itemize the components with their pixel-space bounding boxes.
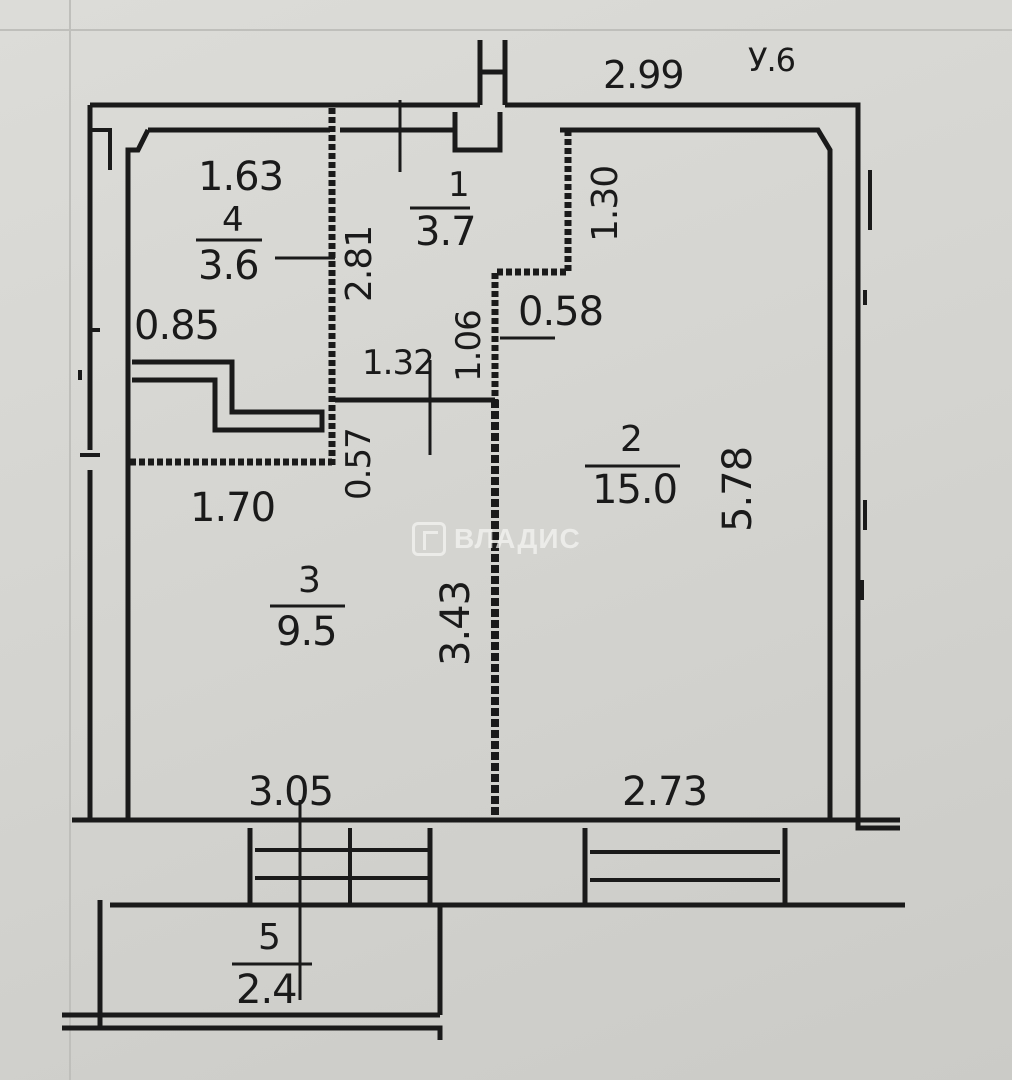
watermark-logo-icon [412, 522, 446, 556]
dimension-3-43: 3.43 [433, 580, 479, 666]
dimension-2-81: 2.81 [339, 225, 380, 302]
outer-wall-inner [125, 127, 833, 823]
entry-post [452, 40, 508, 153]
dimension-1-63: 1.63 [198, 154, 284, 200]
room-3-number: 3 [298, 560, 321, 601]
dimension-0-85: 0.85 [134, 303, 220, 349]
dimension-2-73: 2.73 [622, 769, 708, 815]
watermark: ВЛАДИС [412, 522, 581, 556]
room-5-number: 5 [258, 917, 281, 958]
wall-bath-bottom [132, 359, 325, 433]
balcony-frame [62, 817, 905, 1040]
balcony-stairs-right [590, 850, 780, 882]
dimension-5-78: 5.78 [715, 446, 761, 532]
balcony-stairs-left [255, 828, 430, 905]
watermark-text: ВЛАДИС [454, 523, 581, 554]
room-2-area: 15.0 [592, 467, 678, 513]
room-4-area: 3.6 [198, 243, 260, 289]
right-wall-outer [856, 110, 872, 828]
room-1-area: 3.7 [415, 209, 477, 255]
left-wall-fragments [78, 128, 112, 457]
dimension-1-32: 1.32 [362, 343, 435, 383]
dimension-top-width: 2.99 [603, 53, 685, 97]
dimension-1-30: 1.30 [585, 165, 626, 242]
room-4-number: 4 [222, 200, 244, 240]
dimension-1-70: 1.70 [190, 485, 276, 531]
axis-mark: У.6 [748, 41, 796, 79]
room-1-number: 1 [448, 165, 470, 205]
dimension-0-57: 0.57 [339, 428, 379, 500]
room-2-number: 2 [620, 419, 643, 460]
dimension-1-06: 1.06 [449, 310, 489, 382]
wall-corridor-room [491, 130, 572, 400]
dimension-3-05: 3.05 [248, 769, 334, 815]
dimension-0-58: 0.58 [518, 289, 604, 335]
room-3-area: 9.5 [276, 609, 338, 655]
outer-wall-outer [72, 102, 900, 831]
room-5-area: 2.4 [236, 967, 298, 1013]
